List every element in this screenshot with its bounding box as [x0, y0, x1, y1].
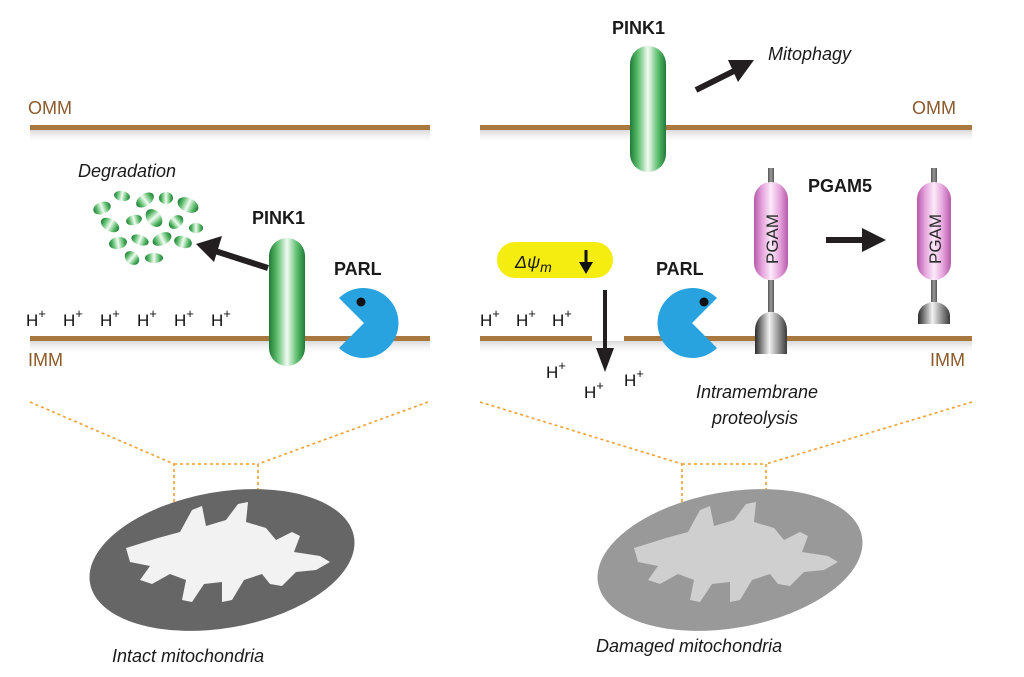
potential-down-arrow [579, 250, 593, 274]
svg-text:H+: H+ [26, 306, 46, 330]
degradation-label: Degradation [78, 161, 176, 181]
svg-text:H+: H+ [552, 306, 572, 330]
svg-text:H+: H+ [584, 378, 604, 402]
right-omm-membrane [480, 125, 972, 130]
right-imm-shadow [480, 341, 972, 355]
svg-text:H+: H+ [546, 358, 566, 382]
mitophagy-label: Mitophagy [768, 44, 852, 64]
pgam5-label: PGAM5 [808, 176, 872, 196]
pink1-left-protein [269, 238, 305, 366]
right-omm-shadow [480, 130, 972, 144]
proton-leak-arrow [596, 290, 614, 372]
pgam5-cleaved [917, 168, 951, 324]
left-imm-label: IMM [28, 350, 63, 370]
pink1-right-label: PINK1 [612, 18, 665, 38]
right-omm-label: OMM [912, 98, 956, 118]
intact-mitochondrion [89, 489, 355, 631]
pink1-left-label: PINK1 [252, 208, 305, 228]
parl-left-protein [339, 288, 399, 358]
parl-left-label: PARL [334, 259, 382, 279]
left-imm-shadow [30, 341, 430, 355]
intramembrane-label-2: proteolysis [711, 408, 798, 428]
intramembrane-label-1: Intramembrane [696, 382, 818, 402]
pgam-label-a: PGAM [763, 214, 782, 264]
svg-text:H+: H+ [480, 306, 500, 330]
svg-text:H+: H+ [137, 306, 157, 330]
cleavage-arrow [826, 228, 886, 252]
right-protons-leaked: H+ H+ H+ [546, 358, 644, 402]
pink1-right-protein [630, 46, 666, 172]
right-protons-top: H+ H+ H+ [480, 306, 572, 330]
parl-right-label: PARL [656, 259, 704, 279]
left-omm-membrane [30, 125, 430, 130]
pgam5-full-length [754, 168, 788, 354]
left-imm-membrane [30, 336, 430, 341]
svg-text:H+: H+ [624, 366, 644, 390]
damaged-mitochondrion [597, 489, 863, 631]
degradation-fragments [93, 190, 203, 265]
parl-right-eye [699, 297, 709, 307]
left-omm-shadow [30, 130, 430, 144]
left-omm-label: OMM [28, 98, 72, 118]
right-imm-label: IMM [930, 350, 965, 370]
pgam-label-b: PGAM [926, 214, 945, 264]
degradation-arrow [196, 236, 269, 271]
right-imm-membrane-b [624, 336, 972, 341]
svg-text:H+: H+ [63, 306, 83, 330]
svg-text:H+: H+ [516, 306, 536, 330]
svg-text:H+: H+ [211, 306, 231, 330]
parl-left-eye [356, 297, 366, 307]
svg-text:H+: H+ [100, 306, 120, 330]
caption-intact: Intact mitochondria [112, 646, 264, 666]
membrane-potential-label: Δψm [514, 252, 552, 275]
caption-damaged: Damaged mitochondria [596, 636, 782, 656]
mitophagy-arrow [694, 60, 754, 93]
left-protons: H+ H+ H+ H+ H+ H+ [26, 306, 231, 330]
svg-text:H+: H+ [174, 306, 194, 330]
right-imm-membrane-a [480, 336, 592, 341]
